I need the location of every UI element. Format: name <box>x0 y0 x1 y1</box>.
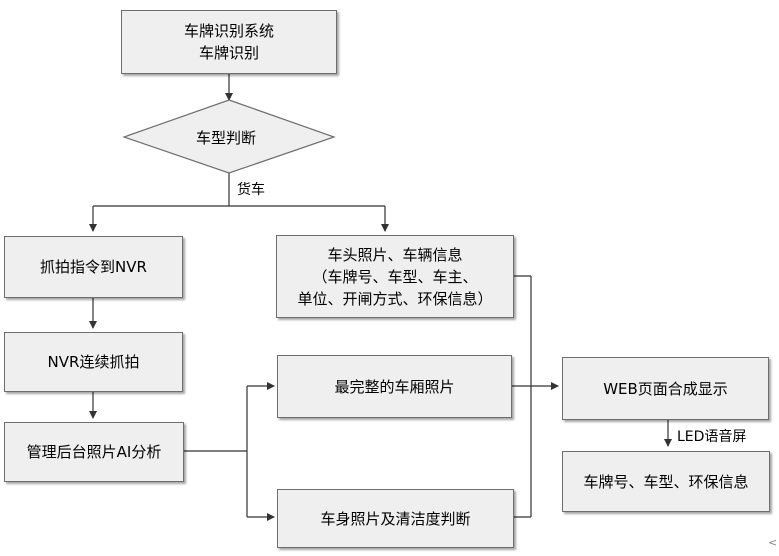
judge-diamond <box>122 99 336 174</box>
head-photo-line1: 车头照片、车辆信息 <box>327 245 463 264</box>
capture-cmd-label: 抓拍指令到NVR <box>40 258 147 276</box>
plate-info-label: 车牌号、车型、环保信息 <box>583 472 749 491</box>
capture-cmd-box: 抓拍指令到NVR <box>4 236 183 298</box>
body-photo-label: 车身照片及清洁度判断 <box>320 509 471 528</box>
system-subtitle: 车牌识别 <box>198 44 259 62</box>
led-label: LED语音屏 <box>677 429 747 445</box>
nvr-capture-label: NVR连续抓拍 <box>47 353 140 371</box>
judge-label: 车型判断 <box>196 129 257 147</box>
web-display-box: WEB页面合成显示 <box>562 357 769 420</box>
head-photo-line3: 单位、开闸方式、环保信息） <box>297 289 493 308</box>
web-display-label: WEB页面合成显示 <box>603 379 728 398</box>
cargo-photo-box: 最完整的车厢照片 <box>277 355 512 418</box>
body-photo-box: 车身照片及清洁度判断 <box>277 489 514 548</box>
plate-info-box: 车牌号、车型、环保信息 <box>562 451 770 512</box>
system-box: 车牌识别系统 车牌识别 <box>121 10 337 74</box>
branch-label: 货车 <box>237 182 265 198</box>
corner-mark: < <box>768 536 778 549</box>
cargo-photo-label: 最完整的车厢照片 <box>334 377 455 396</box>
head-photo-line2: （车牌号、车型、车主、 <box>312 267 478 286</box>
ai-analysis-label: 管理后台照片AI分析 <box>26 443 162 461</box>
nvr-capture-box: NVR连续抓拍 <box>4 332 183 392</box>
ai-analysis-box: 管理后台照片AI分析 <box>4 422 184 482</box>
head-photo-box: 车头照片、车辆信息 （车牌号、车型、车主、 单位、开闸方式、环保信息） <box>276 235 514 318</box>
system-title: 车牌识别系统 <box>183 22 274 40</box>
